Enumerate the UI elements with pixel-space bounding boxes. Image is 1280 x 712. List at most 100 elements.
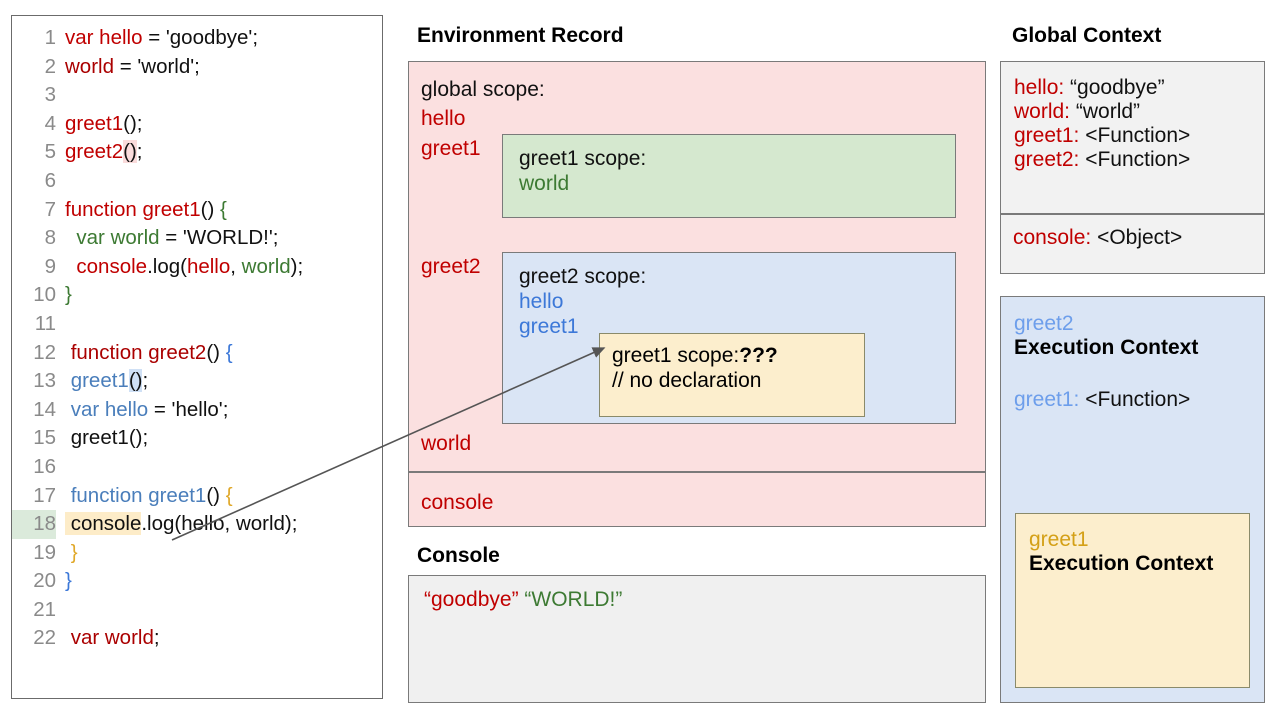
global-context-title: Global Context xyxy=(1012,24,1162,47)
code-line[interactable]: 10} xyxy=(12,281,382,310)
code-line[interactable]: 18 console.log(hello, world); xyxy=(12,510,382,539)
code-line-text: function greet1() { xyxy=(56,482,233,511)
code-line[interactable]: 15 greet1(); xyxy=(12,424,382,453)
code-line-text: var hello = 'goodbye'; xyxy=(56,24,258,53)
code-token: () xyxy=(200,197,220,221)
greet1-scope-item-world: world xyxy=(519,172,570,195)
code-token: { xyxy=(225,340,233,364)
code-line[interactable]: 6 xyxy=(12,167,382,196)
code-token: () xyxy=(128,369,143,393)
greet2-scope-item-hello: hello xyxy=(519,290,564,313)
env-binding-greet2: greet2 xyxy=(421,255,481,278)
code-line-number: 16 xyxy=(33,454,56,478)
global-context-row: hello: “goodbye” xyxy=(1014,76,1264,100)
code-line-text: } xyxy=(56,567,72,596)
code-line-text: var world; xyxy=(56,624,160,653)
code-line-number: 1 xyxy=(44,26,56,49)
greet1-scope-heading: greet1 scope: xyxy=(519,147,647,170)
code-token: , xyxy=(230,254,242,278)
code-line[interactable]: 16 xyxy=(12,453,382,482)
code-line[interactable]: 19 } xyxy=(12,539,382,568)
code-line[interactable]: 11 xyxy=(12,310,382,339)
env-binding-hello: hello xyxy=(421,107,466,130)
code-line-number: 18 xyxy=(12,510,56,539)
greet2-scope-item-greet1: greet1 xyxy=(519,315,579,338)
code-line-text: world = 'world'; xyxy=(56,53,200,82)
code-line-text: function greet2() { xyxy=(56,339,233,368)
global-context-value: “world” xyxy=(1075,100,1141,123)
global-context-value: <Function> xyxy=(1085,124,1191,147)
code-line-number: 6 xyxy=(44,168,56,192)
code-line[interactable]: 14 var hello = 'hello'; xyxy=(12,396,382,425)
code-line-text: function greet1() { xyxy=(56,196,227,225)
code-line[interactable]: 17 function greet1() { xyxy=(12,482,382,511)
code-line[interactable]: 22 var world; xyxy=(12,624,382,653)
code-token: = 'world'; xyxy=(114,54,200,78)
code-token: .log( xyxy=(147,254,187,278)
greet1-inner-unknown: ??? xyxy=(739,344,778,367)
code-line[interactable]: 9 console.log(hello, world); xyxy=(12,253,382,282)
code-line[interactable]: 3 xyxy=(12,81,382,110)
code-line-text: greet1(); xyxy=(56,367,148,396)
code-token: greet2 xyxy=(65,140,124,164)
code-line-text: greet1(); xyxy=(56,424,148,453)
code-token: () xyxy=(123,140,137,164)
global-context-row: greet1: <Function> xyxy=(1014,124,1264,148)
global-context-box: hello: “goodbye”world: “world”greet1: <F… xyxy=(1000,61,1265,274)
console-output: “goodbye” “WORLD!” xyxy=(424,588,985,612)
code-line-text: console.log(hello, world); xyxy=(56,253,303,282)
code-token: greet1 xyxy=(65,111,124,135)
code-line-number: 10 xyxy=(33,283,56,307)
code-token: } xyxy=(65,540,78,564)
code-line-text: greet2(); xyxy=(56,138,143,167)
console-title: Console xyxy=(417,544,500,567)
greet1-inner-heading: greet1 scope: xyxy=(612,344,740,367)
code-token: .log(hello, world); xyxy=(141,512,298,536)
code-line-text: greet1(); xyxy=(56,110,143,139)
code-line-number: 22 xyxy=(33,626,56,650)
code-token: var world xyxy=(65,626,154,650)
code-token: () xyxy=(206,483,226,507)
code-line-text: var world = 'WORLD!'; xyxy=(56,224,278,253)
code-token: greet1(); xyxy=(65,426,149,450)
code-line-number: 20 xyxy=(33,569,56,593)
code-line[interactable]: 21 xyxy=(12,596,382,625)
code-line[interactable]: 12 function greet2() { xyxy=(12,339,382,368)
env-binding-world: world xyxy=(421,432,472,455)
code-line-number: 3 xyxy=(44,83,56,107)
code-line-text: } xyxy=(56,281,72,310)
console-output-value: “goodbye” xyxy=(424,588,519,611)
code-line-number: 14 xyxy=(33,397,56,421)
greet1-scope-box: greet1 scope: world xyxy=(502,134,956,218)
code-line-text: } xyxy=(56,539,78,568)
code-token: greet1 xyxy=(65,369,129,393)
code-token: hello xyxy=(186,254,231,278)
code-line-number: 2 xyxy=(44,54,56,78)
code-line-text: console.log(hello, world); xyxy=(56,510,297,539)
greet2-exec-row-greet1: greet1: <Function> xyxy=(1014,388,1191,411)
code-token: var world xyxy=(65,226,160,250)
code-line-number: 15 xyxy=(33,426,56,450)
code-line[interactable]: 20} xyxy=(12,567,382,596)
greet1-exec-title: Execution Context xyxy=(1029,552,1214,575)
code-token: (); xyxy=(123,111,143,135)
global-context-key: hello: xyxy=(1014,76,1071,99)
greet2-exec-key: greet1 xyxy=(1014,388,1074,411)
code-token: world xyxy=(65,54,114,78)
environment-record-title: Environment Record xyxy=(417,24,624,47)
code-line[interactable]: 13 greet1(); xyxy=(12,367,382,396)
code-line-number: 13 xyxy=(33,369,56,393)
global-console-value: <Object> xyxy=(1097,226,1183,249)
code-token: ; xyxy=(136,140,143,164)
greet2-exec-title: Execution Context xyxy=(1014,336,1199,359)
env-binding-greet1: greet1 xyxy=(421,137,481,160)
code-line-number: 12 xyxy=(33,340,56,364)
code-token: } xyxy=(65,283,72,307)
code-line[interactable]: 8 var world = 'WORLD!'; xyxy=(12,224,382,253)
